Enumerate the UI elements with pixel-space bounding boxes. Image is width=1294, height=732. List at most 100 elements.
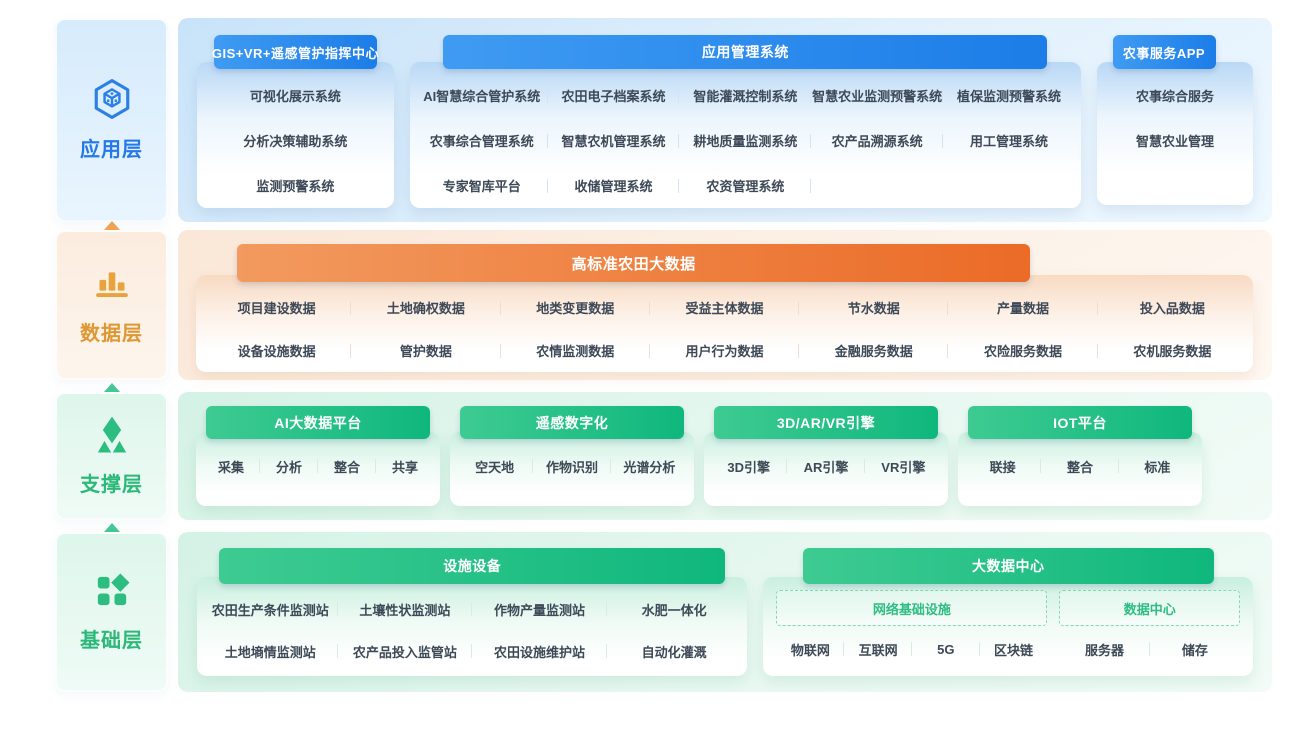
group-label: 网络基础设施 xyxy=(776,590,1048,626)
item-label: 农资管理系统 xyxy=(706,179,785,194)
item-row: 服务器储存 xyxy=(1059,626,1240,672)
item-row: 物联网互联网 5G 区块链 xyxy=(776,626,1047,672)
item: 农事综合服务 xyxy=(1103,73,1247,118)
item: 区块链 xyxy=(980,626,1048,672)
item-label: 采集 xyxy=(217,459,244,475)
item: 互联网 xyxy=(844,626,912,672)
card-3: 农事服务APP 农事综合服务智慧农业管理 xyxy=(1096,35,1253,205)
item: 节水数据 xyxy=(799,286,948,329)
item: 受益主体数据 xyxy=(650,286,799,329)
card-title: 遥感数字化 xyxy=(459,406,685,439)
group-2: 数据中心服务器储存 xyxy=(1059,590,1240,676)
hex-cube-icon xyxy=(91,78,133,120)
item: 联接 xyxy=(964,443,1041,489)
empty-cell xyxy=(811,163,943,208)
item: AR引擎 xyxy=(787,443,864,489)
item-label: 土壤性状监测站 xyxy=(359,602,451,618)
card-1: GIS+VR+遥感管护指挥中心可视化展示系统分析决策辅助系统监测预警系统 xyxy=(197,35,394,208)
item-label: VR引擎 xyxy=(881,459,926,475)
item-label: 区块链 xyxy=(994,642,1034,658)
item-label: 3D引擎 xyxy=(727,459,770,475)
item-label: 联接 xyxy=(989,459,1016,475)
item-row: 3D引擎 AR引擎 VR引擎 xyxy=(704,443,948,489)
card-1: AI大数据平台采集 分析 整合共享 xyxy=(196,406,440,506)
card-title: 大数据中心 xyxy=(802,548,1214,584)
item-label: 地类变更数据 xyxy=(536,301,615,316)
item: 专家智库平台 xyxy=(416,163,548,208)
layer-label-box-support: 支撑层 xyxy=(55,383,168,520)
item-label: 互联网 xyxy=(858,642,898,658)
item: 农田电子档案系统 xyxy=(548,73,680,118)
group-label: 数据中心 xyxy=(1059,590,1240,626)
item-label: 整合 xyxy=(333,459,360,475)
item-label: AI智慧综合管护系统 xyxy=(423,89,541,104)
card-title: 3D/AR/VR引擎 xyxy=(713,406,939,439)
item-row: 分析决策辅助系统 xyxy=(197,118,394,163)
item-row: 农事综合服务 xyxy=(1097,73,1253,118)
item-label: 农田电子档案系统 xyxy=(561,89,666,104)
layer-label-box-application: 应用层 xyxy=(55,18,168,222)
item: 智慧农业管理 xyxy=(1103,118,1247,163)
item-row: 联接整合标准 xyxy=(958,443,1202,489)
item: 标准 xyxy=(1119,443,1196,489)
item: 整合 xyxy=(318,443,376,489)
item: 物联网 xyxy=(776,626,844,672)
item-label: 设备设施数据 xyxy=(237,344,316,359)
item-label: 农机服务数据 xyxy=(1133,344,1212,359)
item-label: 农事综合管理系统 xyxy=(429,134,534,149)
item-label: 收储管理系统 xyxy=(574,179,653,194)
card-title: 农事服务APP xyxy=(1112,35,1216,69)
up-arrow-icon xyxy=(103,523,120,532)
item: 采集 xyxy=(202,443,260,489)
item: 3D引擎 xyxy=(710,443,787,489)
item: 农资管理系统 xyxy=(679,163,811,208)
item-label: 光谱分析 xyxy=(623,459,676,475)
card-body: 网络基础设施物联网互联网 5G 区块链 数据中心服务器储存 xyxy=(763,577,1253,676)
item: 空天地 xyxy=(456,443,533,489)
item: 智能灌溉控制系统 xyxy=(679,73,811,118)
groups-row: 网络基础设施物联网互联网 5G 区块链 数据中心服务器储存 xyxy=(763,588,1253,676)
item: 用户行为数据 xyxy=(650,329,799,372)
item-label: 5G xyxy=(937,641,955,657)
item-label: 作物产量监测站 xyxy=(494,602,586,618)
item: 农险服务数据 xyxy=(948,329,1097,372)
layer-panel-application: GIS+VR+遥感管护指挥中心可视化展示系统分析决策辅助系统监测预警系统应用管理… xyxy=(178,18,1272,222)
item: 产量数据 xyxy=(948,286,1097,329)
item: 自动化灌溉 xyxy=(607,630,742,672)
card-title: 设施设备 xyxy=(219,548,726,584)
blocks-diamond-icon xyxy=(92,571,132,611)
item: 用工管理系统 xyxy=(943,118,1075,163)
item: 设备设施数据 xyxy=(202,329,351,372)
item-label: 农险服务数据 xyxy=(984,344,1063,359)
item-label: 分析 xyxy=(275,459,302,475)
layer-label-box-data: 数据层 xyxy=(55,221,168,380)
cards-row-data: 高标准农田大数据项目建设数据土地确权数据地类变更数据受益主体数据节水数据产量数据… xyxy=(178,230,1272,380)
card-body: AI智慧综合管护系统农田电子档案系统智能灌溉控制系统智慧农业监测预警系统植保监测… xyxy=(409,62,1081,208)
card-3: 3D/AR/VR引擎 3D引擎 AR引擎 VR引擎 xyxy=(704,406,948,506)
up-arrow-icon xyxy=(103,221,120,230)
item-label: 受益主体数据 xyxy=(685,301,764,316)
item: 农产品溯源系统 xyxy=(811,118,943,163)
item-label: 服务器 xyxy=(1085,642,1125,658)
item: 农机服务数据 xyxy=(1098,329,1247,372)
item: 地类变更数据 xyxy=(501,286,650,329)
item-label: 农产品溯源系统 xyxy=(831,134,923,149)
item-label: 可视化展示系统 xyxy=(249,89,341,104)
item: 5G xyxy=(912,626,980,672)
item-label: 智慧农业监测预警系统 xyxy=(812,89,943,104)
item: 光谱分析 xyxy=(611,443,688,489)
item-row: 土地墒情监测站农产品投入监管站农田设施维护站自动化灌溉 xyxy=(197,630,747,672)
item: 可视化展示系统 xyxy=(203,73,388,118)
item-label: 金融服务数据 xyxy=(834,344,913,359)
item: 土壤性状监测站 xyxy=(338,588,473,630)
layer-infrastructure: 基础层 设施设备农田生产条件监测站土壤性状监测站作物产量监测站水肥一体化土地墒情… xyxy=(55,523,1272,692)
layer-label: 基础层 xyxy=(80,630,143,652)
card-title: AI大数据平台 xyxy=(205,406,431,439)
item-label: 分析决策辅助系统 xyxy=(243,134,348,149)
item: 共享 xyxy=(376,443,434,489)
layer-panel-data: 高标准农田大数据项目建设数据土地确权数据地类变更数据受益主体数据节水数据产量数据… xyxy=(178,230,1272,380)
item-label: 用户行为数据 xyxy=(685,344,764,359)
